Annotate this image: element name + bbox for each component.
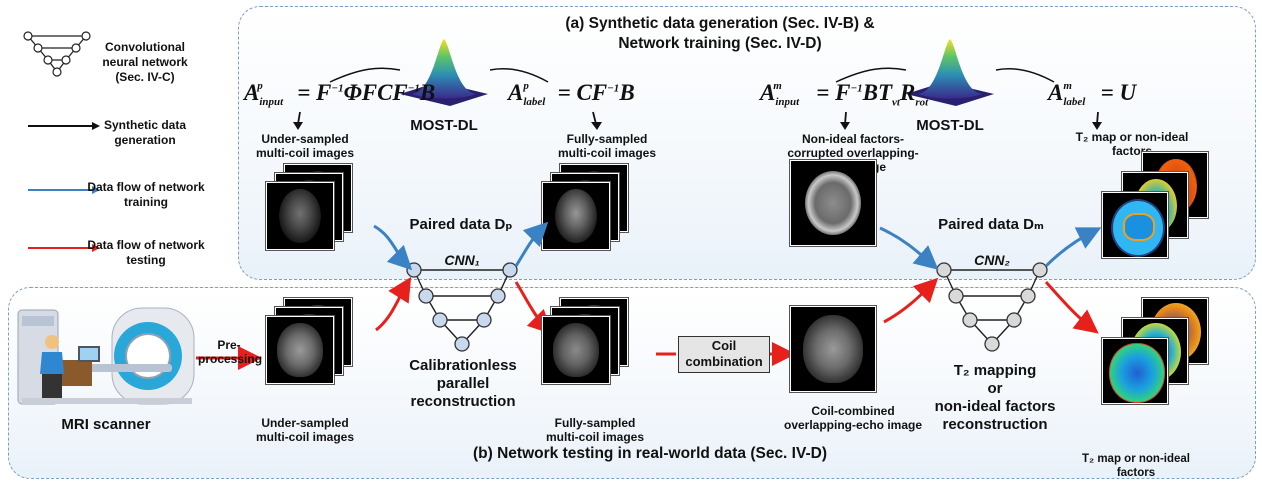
t2-map-stack-b — [1102, 298, 1252, 418]
gaussian-surface-icon — [400, 39, 488, 106]
legend-testing-arrow — [28, 244, 100, 252]
fully-sampled-stack-b — [542, 298, 652, 408]
cnn-legend-icon — [23, 31, 91, 77]
formula-label-m: Alabelm = U — [1048, 80, 1137, 108]
legend-training-label: Data flow of network training — [87, 180, 205, 209]
panel-b-network-testing — [8, 287, 1256, 479]
panel-a-title: (a) Synthetic data generation (Sec. IV-B… — [565, 15, 875, 52]
under-sampled-stack-a — [266, 164, 376, 264]
cnn2-label: CNN₂ — [974, 252, 1010, 268]
coil-combined-image — [790, 306, 880, 396]
gaussian-surface-icon — [906, 39, 994, 106]
legend-testing-label: Data flow of network testing — [87, 238, 205, 267]
cnn2-network-icon — [936, 262, 1048, 352]
cnn1-task-label: Calibrationless parallel reconstruction — [409, 357, 517, 410]
formula-input-p: Ainputp = F−1ΦFCF−1B — [244, 80, 436, 108]
fully-sampled-label-a: Fully-sampled multi-coil images — [557, 132, 657, 160]
panel-b-title: (b) Network testing in real-world data (… — [473, 445, 827, 462]
cnn2-task-label: T₂ mapping or non-ideal factors reconstr… — [934, 362, 1056, 433]
coil-combination-box: Coil combination — [678, 336, 770, 373]
t2map-label-a: T₂ map or non-ideal factors — [1075, 130, 1189, 158]
most-dl-label-1: MOST-DL — [410, 117, 478, 134]
cnn1-network-icon — [406, 262, 518, 352]
fully-sampled-stack-a — [542, 164, 652, 264]
legend-synthetic-label: Synthetic data generation — [103, 118, 187, 147]
paired-data-dp: Paired data Dₚ — [409, 216, 513, 233]
t2-map-stack-a — [1102, 152, 1252, 272]
coil-combined-label: Coil-combined overlapping-echo image — [783, 404, 923, 432]
legend-cnn-label: Convolutional neural network (Sec. IV-C) — [102, 40, 188, 84]
mri-scanner-label: MRI scanner — [61, 416, 151, 433]
t2map-label-b: T₂ map or non-ideal factors — [1082, 453, 1190, 479]
preprocessing-label: Pre-processing — [198, 338, 263, 366]
corrupted-overlapping-echo-image — [790, 160, 880, 250]
under-sampled-label-b: Under-sampled multi-coil images — [255, 416, 355, 444]
under-sampled-label-a: Under-sampled multi-coil images — [255, 132, 355, 160]
mri-scanner-icon — [17, 307, 195, 405]
formula-input-m: Ainputm = F−1BTvtRrot — [760, 80, 929, 109]
most-dl-label-2: MOST-DL — [916, 117, 984, 134]
fully-sampled-label-b: Fully-sampled multi-coil images — [545, 416, 645, 444]
legend-synthetic-arrow — [28, 122, 100, 130]
under-sampled-stack-b — [266, 298, 376, 408]
cnn1-label: CNN₁ — [444, 252, 480, 268]
formula-label-p: Alabelp = CF−1B — [508, 80, 635, 108]
paired-data-dm: Paired data Dₘ — [938, 216, 1044, 233]
legend-training-arrow — [28, 186, 100, 194]
